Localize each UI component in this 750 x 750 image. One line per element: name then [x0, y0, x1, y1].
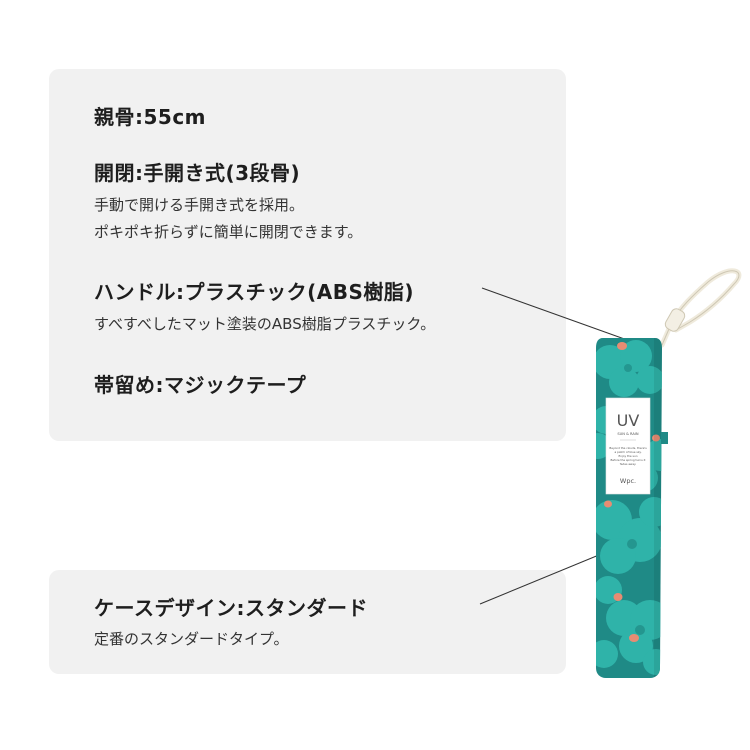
spec-opening-desc-1: 手動で開ける手開き式を採用。 [94, 196, 305, 214]
tag-logo: Wpc. [620, 477, 636, 485]
spec-case-title: ケースデザイン:スタンダード [94, 596, 368, 620]
spec-rib-title: 親骨:55cm [94, 105, 207, 129]
tag-poem-3: Enjoy the sun [618, 454, 637, 458]
tag-poem-2: a patch of blue sky. [614, 450, 641, 454]
spec-handle-title: ハンドル:プラスチック(ABS樹脂) [94, 280, 415, 304]
tag-poem-5: fades away. [620, 462, 637, 466]
callout-line-handle [481, 287, 631, 342]
spec-panel-bottom: ケースデザイン:スタンダード 定番のスタンダードタイプ。 [49, 570, 566, 674]
brand-tag: UV SUN & RAIN Beyond the clouds, there's… [605, 397, 651, 495]
spec-opening-desc-2: ポキポキ折らずに簡単に開閉できます。 [94, 223, 363, 241]
spec-panel-top: 親骨:55cm 開閉:手開き式(3段骨) 手動で開ける手開き式を採用。 ポキポキ… [49, 69, 566, 441]
spec-case-desc: 定番のスタンダードタイプ。 [94, 630, 289, 648]
spec-strap-title: 帯留め:マジックテープ [94, 373, 307, 397]
spec-opening-title: 開閉:手開き式(3段骨) [94, 161, 301, 185]
tag-brand-sub: SUN & RAIN [617, 432, 639, 436]
tag-poem-4: Before the spring turns it [610, 458, 646, 462]
spec-handle-desc: すべすべしたマット塗装のABS樹脂プラスチック。 [94, 315, 436, 333]
umbrella-case [596, 338, 662, 678]
strap-cord [659, 268, 742, 348]
tag-poem-1: Beyond the clouds, there's [609, 446, 647, 450]
tag-brand-big: UV [617, 411, 640, 430]
case-side-tab [661, 432, 668, 444]
